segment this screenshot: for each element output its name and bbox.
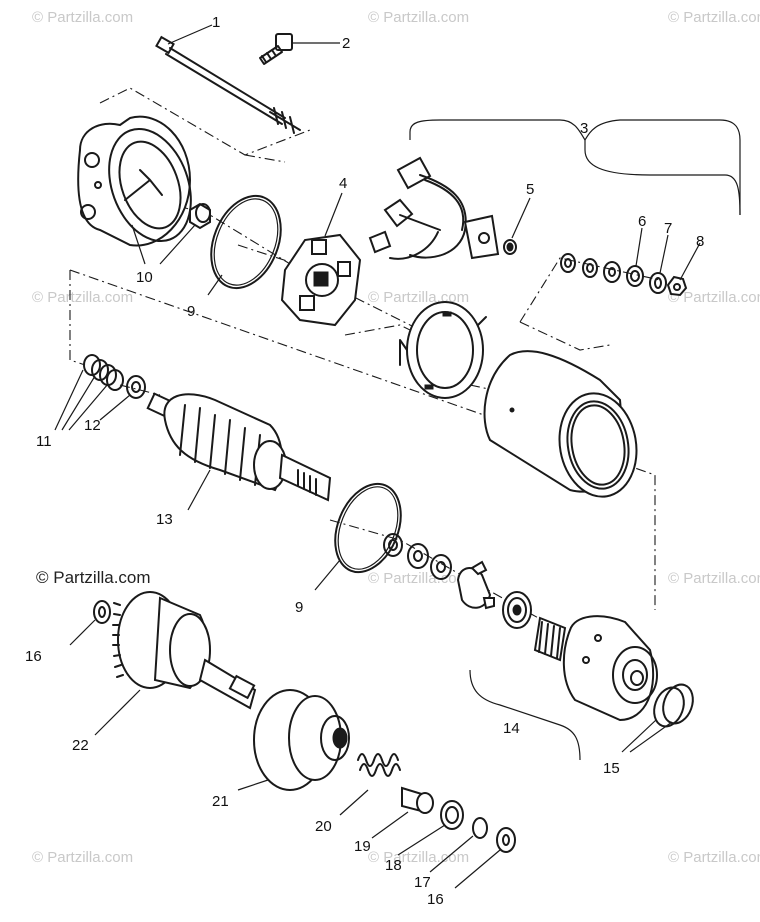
o-ring-upper: [210, 194, 282, 290]
callout-8: 8: [696, 233, 704, 250]
callout-7: 7: [664, 220, 672, 237]
callout-labels: 1 2 3 4 5 6 7 8 9 9 10 11 12 13 14 15 16…: [25, 14, 704, 908]
terminal-washers: [560, 253, 667, 294]
watermark: © Partzilla.com: [668, 849, 760, 866]
watermark: © Partzilla.com: [32, 849, 133, 866]
small-o-ring: [503, 239, 517, 255]
callout-10: 10: [136, 269, 153, 286]
callout-16-right: 16: [427, 891, 444, 908]
armature: [146, 392, 332, 502]
callout-21: 21: [212, 793, 229, 810]
pinion-collar: [401, 786, 434, 814]
watermark: © Partzilla.com: [368, 849, 469, 866]
pinion-spring: [357, 753, 401, 777]
yoke-housing: [483, 350, 638, 498]
callout-14: 14: [503, 720, 520, 737]
callout-1: 1: [212, 14, 220, 31]
callout-16-left: 16: [25, 648, 42, 665]
callout-17: 17: [414, 874, 431, 891]
front-end-housing: [562, 615, 658, 722]
watermark: © Partzilla.com: [668, 289, 760, 306]
front-bearing: [502, 591, 532, 629]
washer-right: [496, 827, 516, 853]
rear-end-cover: [77, 115, 211, 247]
mounting-bolt: [259, 33, 293, 65]
brush-holder-plate: [280, 233, 362, 327]
clutch-gear-assembly: [112, 591, 257, 710]
watermark: © Partzilla.com: [368, 570, 469, 587]
callout-22: 22: [72, 737, 89, 754]
housing-o-rings: [653, 683, 694, 728]
thrust-washer: [126, 375, 146, 399]
callout-13: 13: [156, 511, 173, 528]
callout-19: 19: [354, 838, 371, 855]
callout-4: 4: [339, 175, 347, 192]
watermark: © Partzilla.com: [668, 9, 760, 26]
brush-holder-insulator: [399, 301, 487, 399]
callout-6: 6: [638, 213, 646, 230]
pinion-bearing: [440, 800, 464, 830]
washer-left: [93, 600, 111, 624]
callout-18: 18: [385, 857, 402, 874]
lock-plate: [456, 560, 495, 610]
callout-12: 12: [84, 417, 101, 434]
callout-9-lower: 9: [295, 599, 303, 616]
through-bolt: [155, 35, 301, 134]
watermark: © Partzilla.com: [32, 289, 133, 306]
callout-20: 20: [315, 818, 332, 835]
watermark: © Partzilla.com: [32, 9, 133, 26]
terminal-nut: [666, 275, 688, 297]
callout-5: 5: [526, 181, 534, 198]
watermark: © Partzilla.com: [36, 568, 151, 587]
callout-9-upper: 9: [187, 303, 195, 320]
brush-set: [368, 156, 500, 260]
callout-2: 2: [342, 35, 350, 52]
leader-lines: [54, 24, 741, 889]
watermark: © Partzilla.com: [668, 570, 760, 587]
callout-11: 11: [36, 433, 52, 450]
snap-ring: [472, 817, 488, 839]
needle-bearing: [533, 616, 567, 662]
o-ring-lower: [334, 482, 402, 574]
front-washers: [383, 533, 452, 580]
watermark: © Partzilla.com: [368, 9, 469, 26]
armature-shims: [83, 354, 124, 391]
callout-3: 3: [580, 120, 588, 137]
callout-15: 15: [603, 760, 620, 777]
starter-pinion-clutch: [253, 689, 350, 791]
